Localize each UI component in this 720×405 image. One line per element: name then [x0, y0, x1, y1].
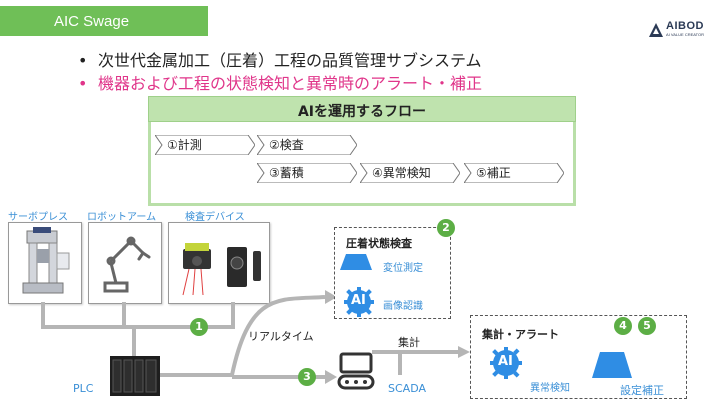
aibod-logo: AIBOD AI VALUE CREATOR	[648, 20, 708, 40]
chevron-shape	[155, 135, 255, 155]
logo-triangle-icon	[649, 23, 663, 37]
conveyor-monitor-icon	[337, 352, 375, 390]
chevron-shape	[360, 163, 460, 183]
displacement-icon	[340, 254, 372, 270]
flow-step-correct: ⑤補正	[464, 163, 564, 183]
setting-correction-label: 設定補正	[620, 384, 664, 397]
page-title: AIC Swage	[54, 13, 130, 30]
camera-sensor-icon	[182, 243, 261, 296]
flow-step-measure: ①計測	[155, 135, 255, 155]
chevron-shape	[257, 163, 357, 183]
chevron-shape	[464, 163, 564, 183]
step-badge-measure: 1	[190, 318, 208, 336]
step-badge-anomaly: 4	[614, 317, 632, 335]
anomaly-detection-label: 異常検知	[530, 383, 570, 394]
flow-step-label: ③蓄積	[269, 166, 304, 180]
step-badge-store: 3	[298, 368, 316, 386]
device-label-robot-arm: ロボットアーム	[87, 212, 157, 223]
robot-arm-icon	[103, 236, 151, 293]
realtime-label: リアルタイム	[248, 330, 314, 343]
plc-device	[110, 356, 160, 396]
title-bar: AIC Swage	[0, 6, 208, 36]
ai-text: AI	[498, 354, 513, 369]
ai-text: AI	[351, 293, 366, 308]
inspection-device-image	[168, 222, 270, 304]
scada-device	[337, 352, 375, 392]
flow-step-anomaly: ④異常検知	[360, 163, 460, 183]
ai-gear-shape	[344, 287, 374, 317]
flow-step-inspect: ②検査	[257, 135, 357, 155]
logo-tagline: AI VALUE CREATOR	[666, 32, 705, 37]
plc-icon	[110, 356, 160, 396]
plc-label: PLC	[73, 382, 94, 395]
flow-step-label: ④異常検知	[372, 166, 431, 180]
ai-gear-shape	[490, 347, 522, 379]
bullet-text: 次世代金属加工（圧着）工程の品質管理サブシステム	[98, 51, 482, 70]
ai-flow-header: AIを運用するフロー	[148, 96, 576, 122]
device-label-inspection-device: 検査デバイス	[185, 212, 245, 223]
chevron-shape	[257, 135, 357, 155]
ai-gear-icon-inspection: AI	[344, 287, 374, 317]
servo-press-image	[8, 222, 82, 304]
flow-step-label: ⑤補正	[476, 166, 511, 180]
bullet-item-highlight: • 機器および工程の状態検知と異常時のアラート・補正	[78, 70, 482, 94]
scada-label: SCADA	[388, 382, 426, 395]
flow-step-store: ③蓄積	[257, 163, 357, 183]
bullet-dot: •	[78, 51, 88, 70]
servo-press-icon	[22, 227, 70, 294]
ai-gear-icon-alert: AI	[490, 347, 522, 379]
flow-step-label: ①計測	[167, 138, 202, 152]
image-recognition-label: 画像認識	[383, 301, 423, 312]
aggregate-alert-title: 集計・アラート	[482, 328, 559, 341]
device-label-servo-press: サーボプレス	[8, 212, 68, 223]
step-badge-correct: 5	[638, 317, 656, 335]
bullet-text: 機器および工程の状態検知と異常時のアラート・補正	[98, 74, 483, 93]
bullet-dot: •	[78, 74, 88, 93]
displacement-label: 変位測定	[383, 263, 423, 274]
ai-flow-title: AIを運用するフロー	[297, 104, 427, 120]
crimp-inspection-title: 圧着状態検査	[346, 237, 412, 250]
aggregate-label: 集計	[398, 336, 420, 349]
flow-step-label: ②検査	[269, 138, 304, 152]
logo-wordmark: AIBOD	[666, 20, 704, 32]
robot-arm-image	[88, 222, 162, 304]
bullet-item: • 次世代金属加工（圧着）工程の品質管理サブシステム	[78, 47, 482, 71]
correction-icon	[592, 352, 632, 378]
step-badge-inspect: 2	[437, 219, 455, 237]
